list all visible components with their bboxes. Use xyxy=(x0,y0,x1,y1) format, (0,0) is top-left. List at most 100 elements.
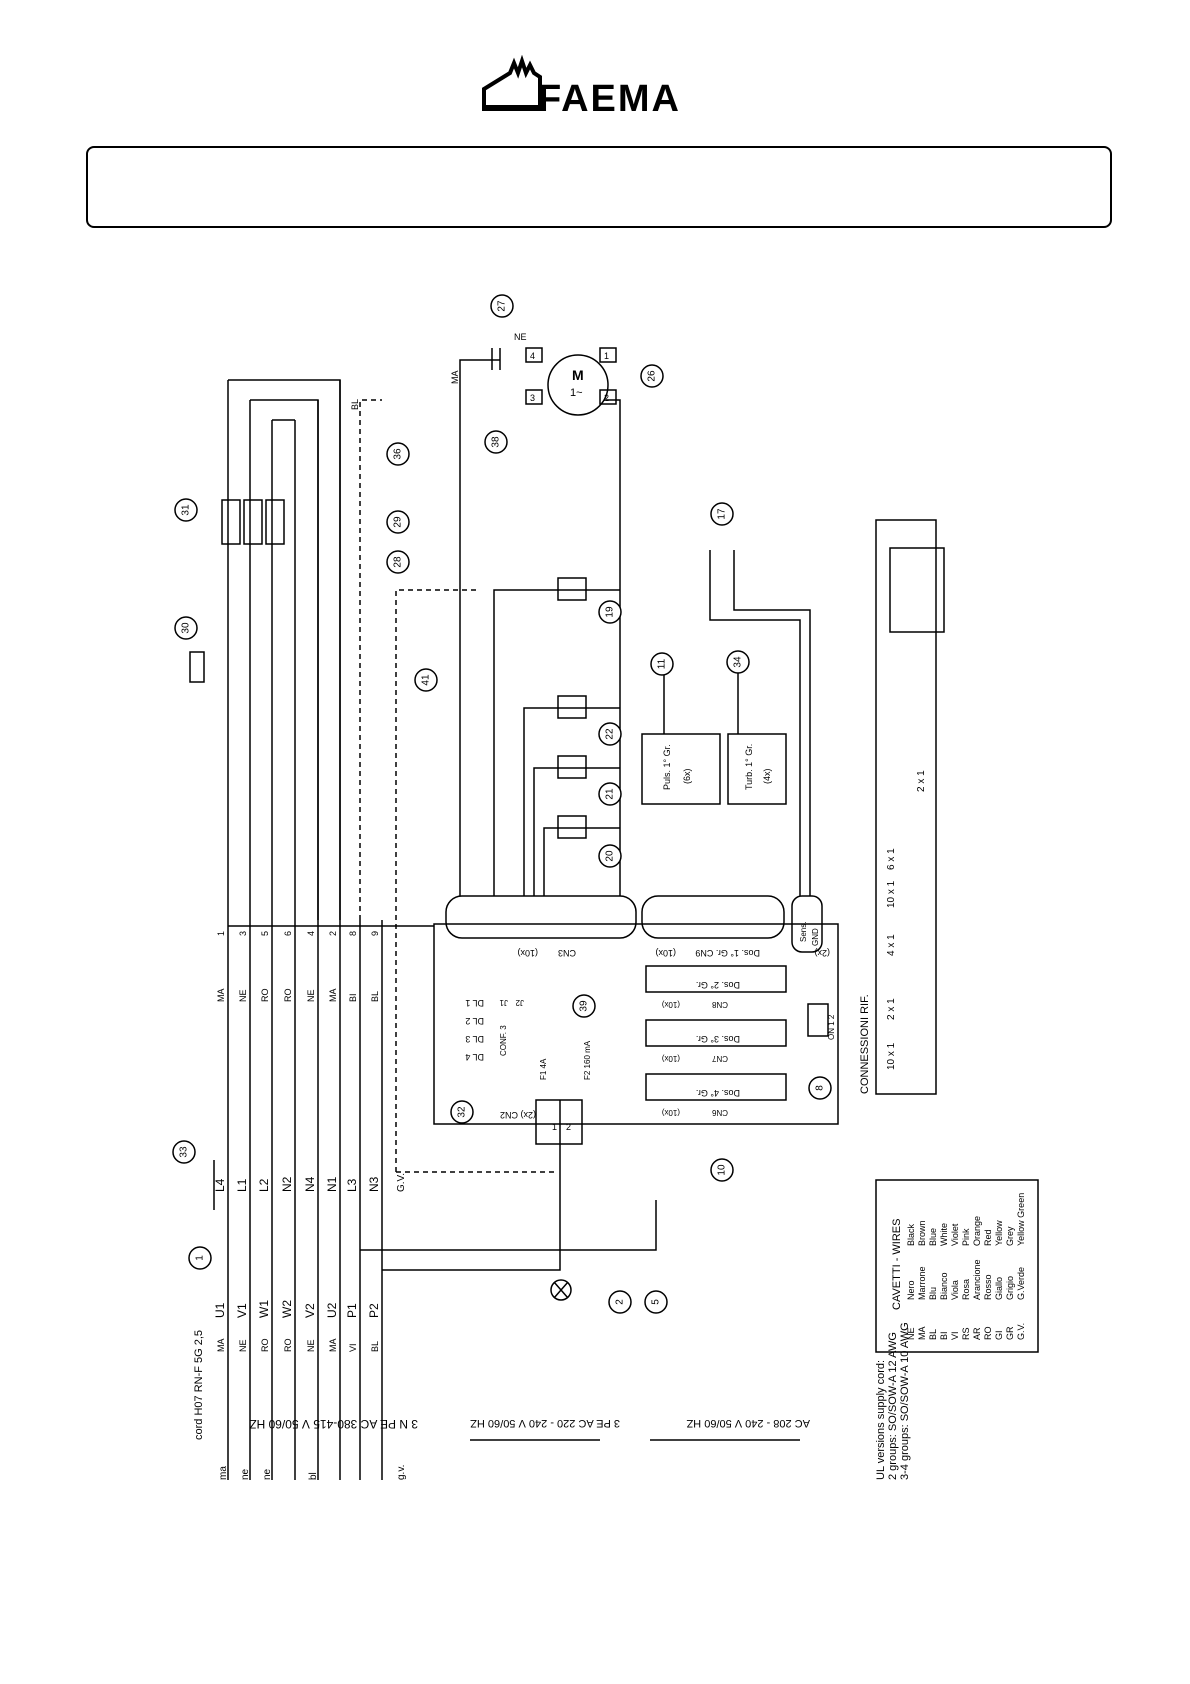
load-label-3: W2 xyxy=(280,1300,294,1318)
line-label-5: N1 xyxy=(325,1176,339,1192)
conn-size-2: 4 x 1 xyxy=(886,934,897,956)
legend-english-9: Grey xyxy=(1005,1226,1015,1246)
cn7-label: CN7 xyxy=(711,1054,728,1063)
cn8-label: CN8 xyxy=(711,1000,728,1009)
cn6-label: CN6 xyxy=(711,1108,728,1117)
title-box xyxy=(86,146,1112,228)
terminal-number-4: 4 xyxy=(306,931,316,936)
dl-label-2: DL 3 xyxy=(465,1034,484,1044)
load-label-4: V2 xyxy=(303,1303,317,1318)
legend-english-1: Brown xyxy=(917,1220,927,1246)
input-wire-2: ne xyxy=(262,1468,273,1480)
main-voltage-label: 3 N PE AC 380-415 V 50/60 HZ xyxy=(249,1417,418,1431)
legend-code-6: AR xyxy=(972,1327,982,1340)
motor-terminal-4: 4 xyxy=(530,351,535,361)
conn-size-4: 6 x 1 xyxy=(886,848,897,870)
component-number-20: 20 xyxy=(605,850,616,862)
terminal-number-7: 9 xyxy=(370,931,380,936)
load-label-0: U1 xyxy=(213,1302,227,1318)
puls-label: Puls. 1° Gr. xyxy=(662,744,672,790)
dl-label-3: DL 4 xyxy=(465,1052,484,1062)
ul-note-line1: UL versions supply cord: xyxy=(875,1360,887,1480)
legend-italian-10: G.Verde xyxy=(1016,1267,1026,1300)
brand-name: FAEMA xyxy=(538,78,681,120)
load-wire-6: VI xyxy=(348,1343,358,1352)
factory-icon xyxy=(482,54,542,111)
component-number-31: 31 xyxy=(181,504,192,516)
legend-english-4: Violet xyxy=(950,1223,960,1246)
load-wire-5: MA xyxy=(328,1339,338,1353)
legend-code-1: MA xyxy=(917,1327,927,1341)
line-label-8: G.V. xyxy=(396,1173,407,1192)
line-label-2: L2 xyxy=(257,1178,271,1192)
legend-english-10: Yellow Green xyxy=(1016,1193,1026,1246)
load-wire-1: NE xyxy=(238,1339,248,1352)
component-number-2: 2 xyxy=(615,1299,626,1305)
cn2-pin-2: 2 xyxy=(566,1122,571,1132)
dl-label-0: DL 1 xyxy=(465,998,484,1008)
component-number-38: 38 xyxy=(491,436,502,448)
legend-italian-8: Giallo xyxy=(994,1277,1004,1300)
load-wire-3: RO xyxy=(283,1339,293,1353)
ul-note-line2: 2 groups: SO/SOW-A 12 AWG xyxy=(887,1332,899,1480)
legend-code-0: NE xyxy=(906,1327,916,1340)
component-number-32: 32 xyxy=(457,1106,468,1118)
cn6-ways: (10x) xyxy=(661,1108,680,1117)
component-number-1: 1 xyxy=(195,1255,206,1261)
motor-wire-ma: MA xyxy=(450,371,460,385)
dl-label-1: DL 2 xyxy=(465,1016,484,1026)
line-label-6: L3 xyxy=(345,1178,359,1192)
motor-label: M xyxy=(572,367,584,383)
cn9-ways: (10x) xyxy=(655,948,676,958)
cn7-dos-label: Dos. 3° Gr. xyxy=(696,1034,740,1044)
terminal-number-5: 2 xyxy=(328,931,338,936)
conn-size-0: 10 x 1 xyxy=(886,1042,897,1070)
input-wire-4: g.v. xyxy=(396,1465,407,1480)
legend-code-3: BI xyxy=(939,1331,949,1340)
legend-italian-0: Nero xyxy=(906,1280,916,1300)
legend-code-7: RO xyxy=(983,1327,993,1341)
cn2-label: (2x) CN2 xyxy=(500,1110,536,1120)
component-number-28: 28 xyxy=(393,556,404,568)
legend-code-8: GI xyxy=(994,1330,1004,1340)
cn6-dos-label: Dos. 4° Gr. xyxy=(696,1088,740,1098)
legend-code-5: RS xyxy=(961,1327,971,1340)
alt-voltage-label-2: AC 208 - 240 V 50/60 HZ xyxy=(686,1417,810,1429)
component-number-11: 11 xyxy=(657,658,668,669)
terminal-number-3: 6 xyxy=(283,931,293,936)
conn-size-3: 10 x 1 xyxy=(886,880,897,908)
jumper-j1: J1 xyxy=(499,998,508,1007)
terminal-number-2: 5 xyxy=(260,931,270,936)
load-label-6: P1 xyxy=(345,1303,359,1318)
input-wire-0: ma xyxy=(218,1466,229,1480)
load-label-5: U2 xyxy=(325,1302,339,1318)
load-wire-4: NE xyxy=(306,1339,316,1352)
turb-ways: (4x) xyxy=(762,768,772,784)
gnd-label: GND xyxy=(811,928,820,946)
ul-note-line3: 3-4 groups: SO/SOW-A 10 AWG xyxy=(899,1322,911,1480)
legend-italian-1: Marrone xyxy=(917,1266,927,1300)
load-label-7: P2 xyxy=(367,1303,381,1318)
legend-italian-2: Blu xyxy=(928,1287,938,1300)
terminal-wire-6: BI xyxy=(348,993,358,1002)
line-label-0: L4 xyxy=(213,1178,227,1192)
motor-terminal-3: 3 xyxy=(530,393,535,403)
component-number-8: 8 xyxy=(815,1085,826,1091)
terminal-wire-2: RO xyxy=(260,989,270,1003)
component-number-34: 34 xyxy=(733,656,744,668)
cn2-pin-1: 1 xyxy=(552,1122,557,1132)
legend-english-6: Orange xyxy=(972,1216,982,1246)
jumper-j2: J2 xyxy=(515,998,524,1007)
component-number-19: 19 xyxy=(605,606,616,618)
alt-voltage-label-1: 3 PE AC 220 - 240 V 50/60 HZ xyxy=(470,1417,620,1429)
load-label-2: W1 xyxy=(257,1300,271,1318)
terminal-number-0: 1 xyxy=(216,931,226,936)
cn9-label: Dos. 1° Gr. CN9 xyxy=(695,948,760,958)
conf-label: CONF. 3 xyxy=(499,1025,508,1056)
legend-italian-7: Rosso xyxy=(983,1274,993,1300)
sens-label: Sens. xyxy=(799,922,808,942)
component-number-5: 5 xyxy=(651,1299,662,1305)
legend-english-7: Red xyxy=(983,1229,993,1246)
legend-title: CAVETTI - WIRES xyxy=(891,1219,903,1310)
